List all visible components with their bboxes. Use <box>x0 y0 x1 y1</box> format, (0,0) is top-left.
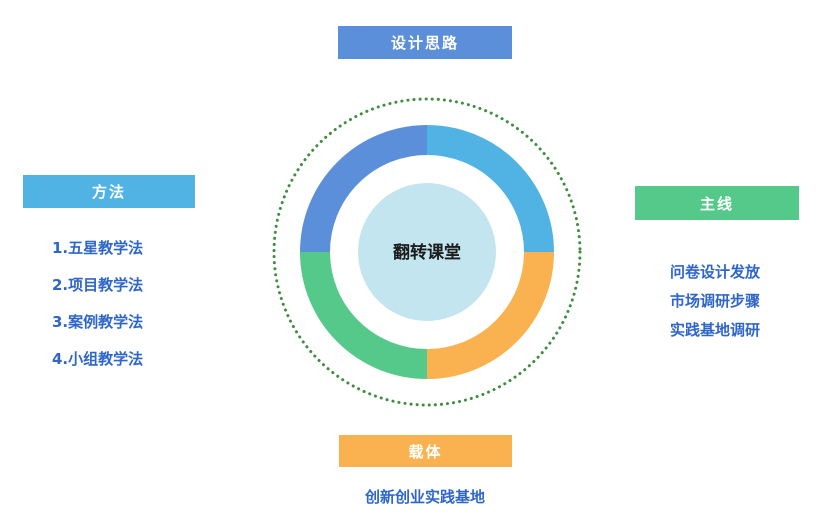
method-banner: 方法 <box>23 175 195 208</box>
center-circle <box>358 183 496 321</box>
method-item: 3.案例教学法 <box>52 313 144 331</box>
ring-segment-design <box>300 125 428 253</box>
mainline-item: 实践基地调研 <box>669 321 760 339</box>
ring-segment-method <box>426 125 554 253</box>
carrier-item: 创新创业实践基地 <box>364 488 485 506</box>
mainline-title: 主线 <box>699 194 734 213</box>
mainline-item: 市场调研步骤 <box>669 292 760 310</box>
ring-segment-mainline <box>300 251 428 379</box>
method-item: 4.小组教学法 <box>52 350 144 368</box>
mainline-list: 问卷设计发放 市场调研步骤 实践基地调研 <box>650 262 780 349</box>
mainline-banner: 主线 <box>635 186 799 220</box>
carrier-title: 载体 <box>408 442 443 461</box>
center-label: 翻转课堂 <box>393 242 461 263</box>
method-title: 方法 <box>91 183 126 201</box>
design-idea-title: 设计思路 <box>390 34 459 52</box>
flipped-classroom-diagram: 翻转课堂 <box>272 97 582 407</box>
carrier-list: 创新创业实践基地 <box>320 487 530 507</box>
design-idea-banner: 设计思路 <box>338 26 512 59</box>
mainline-item: 问卷设计发放 <box>669 263 760 281</box>
dotted-outer-ring <box>272 97 582 407</box>
method-item: 2.项目教学法 <box>52 276 144 294</box>
method-item: 1.五星教学法 <box>52 239 144 257</box>
method-list: 1.五星教学法 2.项目教学法 3.案例教学法 4.小组教学法 <box>52 238 143 386</box>
ring-segment-carrier <box>426 251 554 379</box>
carrier-banner: 载体 <box>339 435 512 467</box>
